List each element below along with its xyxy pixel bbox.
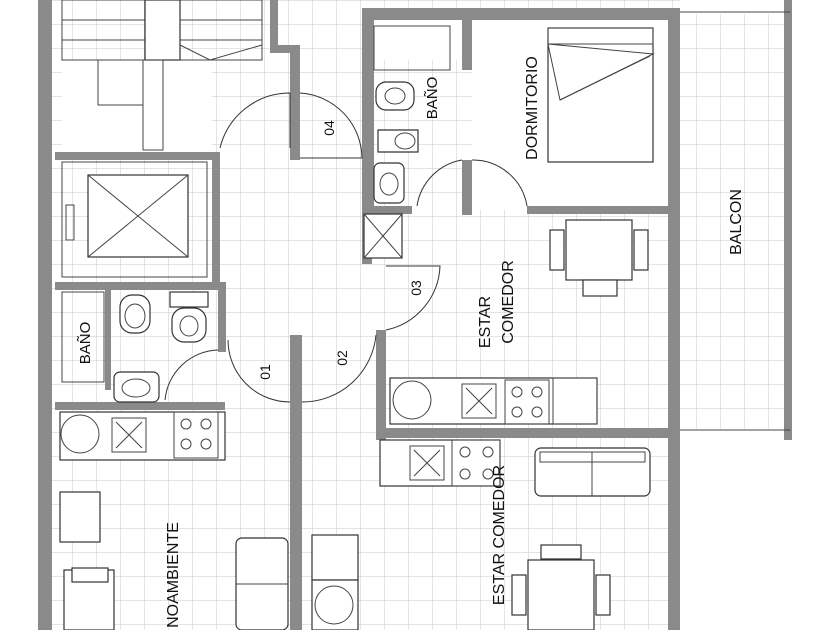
elevator	[61, 161, 208, 278]
room-label-bath-top: BAÑO	[424, 77, 441, 120]
kitchen-left	[59, 411, 226, 461]
stairs	[61, 0, 263, 151]
walls	[38, 0, 792, 630]
dining-table-right	[549, 219, 649, 297]
room-label-bedroom: DORMITORIO	[524, 56, 541, 160]
door-label-02: 02	[334, 350, 350, 366]
dining-table-lower	[511, 544, 611, 630]
bed	[547, 27, 655, 163]
left-bath	[61, 291, 209, 403]
room-label-monoambiente: NOAMBIENTE	[165, 522, 182, 628]
door-swings	[164, 92, 528, 403]
door-label-03: 03	[408, 280, 424, 296]
balcony-edge	[680, 11, 790, 431]
kitchen-right	[389, 377, 598, 425]
room-label-living-lower: ESTAR COMEDOR	[491, 465, 508, 605]
sofa	[534, 447, 651, 497]
top-bath-fixtures	[363, 25, 451, 259]
room-label-balcony: BALCON	[728, 189, 745, 255]
door-label-01: 01	[257, 364, 273, 380]
furniture-lower-left	[59, 491, 359, 630]
room-label-bath-left: BAÑO	[77, 322, 94, 365]
room-label-living-right-2: COMEDOR	[500, 260, 517, 344]
kitchen-lower	[379, 439, 501, 487]
door-label-04: 04	[321, 120, 337, 136]
room-label-living-right-1: ESTAR	[477, 296, 494, 348]
